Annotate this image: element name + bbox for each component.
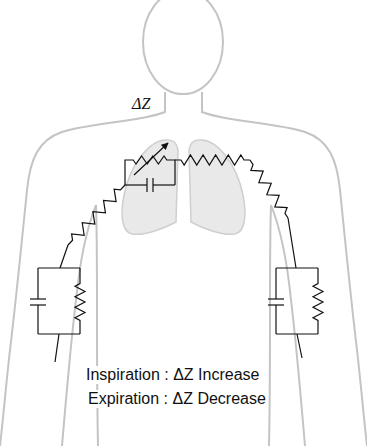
resistor-symbol	[313, 280, 323, 324]
capacitor-symbol	[30, 304, 46, 305]
note-text: Inspiration : ΔZ Increase	[84, 366, 261, 384]
resistor-symbol	[250, 160, 288, 218]
wire	[79, 268, 80, 280]
right-lung	[189, 140, 245, 234]
capacitor-symbol	[153, 184, 175, 185]
resistor-symbol	[75, 280, 85, 324]
capacitor-symbol	[37, 282, 38, 299]
wire	[276, 267, 318, 268]
circuit-wiring	[30, 143, 323, 362]
wire	[317, 268, 318, 280]
capacitor-symbol	[275, 305, 276, 322]
wire	[60, 245, 68, 268]
lungs	[122, 140, 245, 234]
wire	[275, 322, 276, 334]
capacitor-symbol	[268, 298, 284, 299]
capacitor-symbol	[30, 298, 46, 299]
capacitor-symbol	[37, 305, 38, 322]
capacitor-symbol	[152, 178, 153, 192]
capacitor-symbol	[146, 178, 147, 192]
wire	[317, 324, 318, 334]
variable-arrow	[134, 143, 168, 175]
wire	[288, 218, 296, 268]
impedance-label: ΔZ	[130, 95, 152, 113]
note-text: Expiration : ΔZ Decrease	[86, 390, 268, 408]
resistor-symbol	[175, 155, 250, 165]
wire	[170, 160, 175, 185]
wire	[37, 268, 38, 282]
left-lung	[122, 140, 178, 234]
capacitor-symbol	[268, 304, 284, 305]
wire	[125, 160, 130, 185]
wire	[37, 322, 38, 334]
wire	[38, 267, 80, 268]
wire	[79, 324, 80, 334]
capacitor-symbol	[275, 282, 276, 299]
wire	[55, 334, 59, 362]
head-outline	[143, 0, 223, 94]
wire	[275, 268, 276, 282]
torso-outline	[0, 92, 367, 446]
resistor-symbol	[68, 185, 125, 245]
capacitor-symbol	[125, 184, 147, 185]
wire	[297, 334, 302, 358]
